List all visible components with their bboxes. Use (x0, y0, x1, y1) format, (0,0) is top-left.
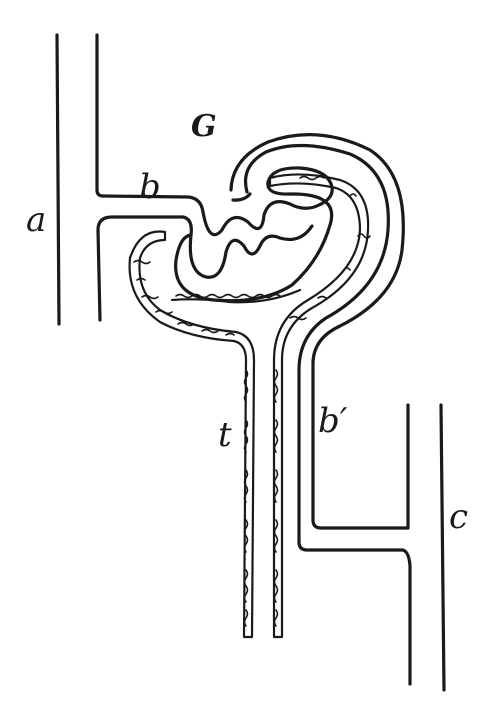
vessel-c (439, 403, 446, 692)
label-a: a (26, 200, 47, 240)
label-t: t (218, 415, 232, 455)
label-b: b (139, 167, 161, 207)
vessel-a (55, 33, 205, 326)
glomerulus-coil (174, 166, 334, 303)
label-G: G (191, 109, 217, 144)
efferent-vessel-b-prime (229, 133, 412, 686)
capsule-and-tubule-t (128, 173, 371, 639)
label-c: c (449, 497, 469, 537)
label-b-prime: b′ (318, 401, 348, 441)
